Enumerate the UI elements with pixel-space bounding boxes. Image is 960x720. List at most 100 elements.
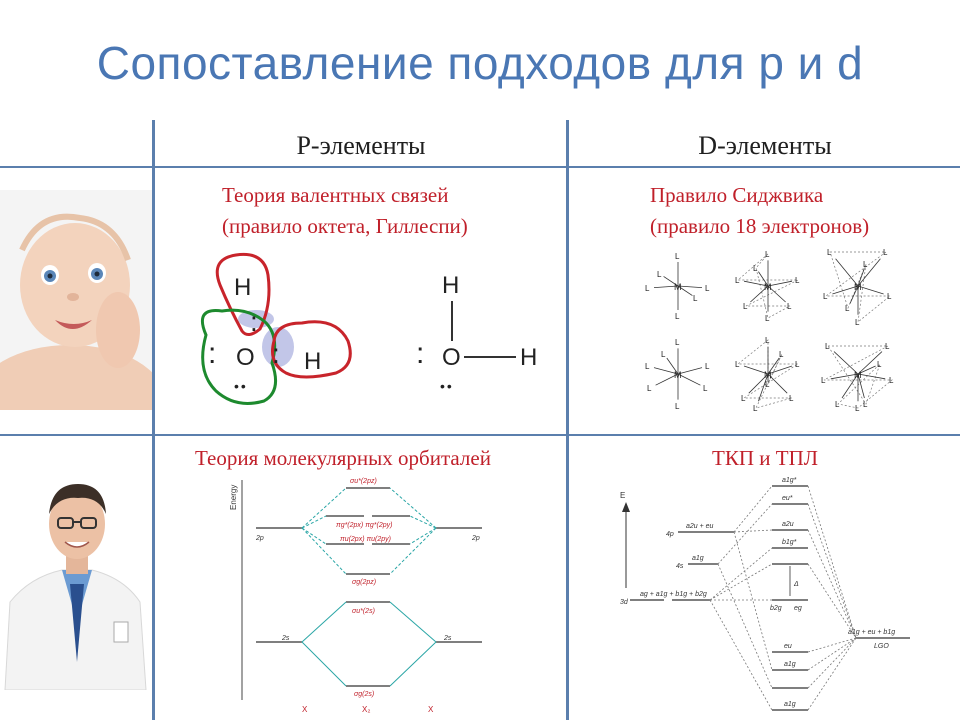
ligand-label: L [657,270,662,279]
ligand-label: L [647,384,652,393]
lewis-bond-pair-right: : [272,338,280,369]
ligand-label: L [675,252,680,261]
ligand-label: L [675,402,680,411]
cft-mo-eg: eg [794,605,802,612]
ligand-label: L [885,342,890,351]
ligand-label: L [675,338,680,347]
cft-mo-b2g: b2g [770,605,782,612]
cft-mo-eu: eu [784,643,792,650]
cft-3d: 3d [620,599,629,606]
lewis-o-left: O [236,344,255,371]
mo-bottom-right: X [428,705,434,714]
ligand-label: L [765,336,770,345]
ligand-field-diagram: E 4p 4s 3d a2u + eu a1g ag + a1g + b1g +… [608,468,960,720]
mo-label-s2s-star: σu*(2s) [352,608,375,615]
ligand-label: L [787,302,792,311]
ligand-label: L [889,376,894,385]
ligand-label: L [823,292,828,301]
struct-h-right: H [520,344,537,371]
p-top-caption: Теория валентных связей (правило октета,… [222,180,468,242]
d-top-caption: Правило Сиджвика (правило 18 электронов) [650,180,869,242]
page-title: Сопоставление подходов для p и d [0,36,960,90]
ligand-label: L [855,318,860,327]
ligand-label: L [703,384,708,393]
table-column-line-1 [152,120,155,720]
mo-bottom-mid: X₂ [362,705,370,714]
scientist-photo [0,462,150,690]
ligand-label: L [877,360,882,369]
lewis-h-top: H [234,274,251,301]
cft-lgo: LGO [874,643,889,650]
lewis-water-diagram: H O H : : : •• H O H : •• [186,245,556,410]
cft-mo-a1g-star: a1g* [782,477,797,484]
ligand-label: L [825,342,830,351]
ligand-label: L [779,350,784,359]
mo-label-p2p-star: πg*(2px) πg*(2py) [336,522,392,529]
ligand-label: L [821,376,826,385]
ligand-label: L [661,350,666,359]
ligand-label: L [883,248,888,257]
table-header-line [0,166,960,168]
ligand-label: L [753,264,758,273]
ligand-label: L [693,294,698,303]
ligand-label: L [705,362,710,371]
mo-label-s2p-star: σu*(2pz) [350,478,377,485]
baby-photo [0,190,152,410]
cft-mo-b1g: b1g* [782,539,797,546]
lewis-lone-pair-bottom: •• [234,378,248,394]
lewis-h-right: H [304,348,321,375]
metal-label: M [854,282,862,292]
mo-energy-diagram: Energy σu*(2pz) πg*(2px) πg*(2py) πu(2px… [222,470,522,720]
ligand-label: L [863,260,868,269]
ligand-label: L [743,302,748,311]
cft-axis-label: E [620,491,625,500]
metal-label: M [674,370,682,380]
struct-o: O [442,344,461,371]
p-top-line2: (правило октета, Гиллеспи) [222,211,468,242]
cft-mo-eu-star: eu* [782,495,793,502]
ligand-label: L [765,380,770,389]
table-column-line-2 [566,120,569,720]
cft-right-sym: a1g + eu + b1g [848,629,895,636]
column-header-p: P-элементы [156,131,566,161]
mo-bottom-left: X [302,705,308,714]
cft-mo-a2u: a2u [782,521,794,528]
ligand-label: L [735,276,740,285]
ligand-label: L [827,248,832,257]
cft-sym-a: a2u + eu [686,523,714,530]
p-top-line1: Теория валентных связей [222,180,468,211]
ligand-label: L [795,276,800,285]
cft-sym-c: ag + a1g + b1g + b2g [640,591,707,598]
lewis-bond-pair-top: : [250,306,258,337]
cft-sym-b: a1g [692,555,704,562]
d-top-line2: (правило 18 электронов) [650,211,869,242]
mo-label-p2p: πu(2px) πu(2py) [340,536,391,543]
ligand-label: L [789,394,794,403]
ligand-label: L [835,400,840,409]
ligand-label: L [765,314,770,323]
mo-label-s2s: σg(2s) [354,691,374,698]
mo-energy-axis-label: Energy [229,485,238,510]
ligand-label: L [753,404,758,413]
cft-4s: 4s [676,563,684,570]
d-top-line1: Правило Сиджвика [650,180,869,211]
column-header-d: D-элементы [570,131,960,161]
ligand-label: L [795,360,800,369]
mo-ao-2p-right: 2p [471,535,480,542]
struct-lone-pair-bottom: •• [440,378,454,394]
metal-label: M [674,282,682,292]
cft-mo-a1gb: a1g [784,701,796,708]
mo-label-s2p: σg(2pz) [352,579,376,586]
metal-label: M [764,370,772,380]
ligand-label: L [765,250,770,259]
ligand-label: L [845,304,850,313]
lewis-lone-pair-left: : [208,337,216,370]
ligand-label: L [855,404,860,413]
ligand-label: L [735,360,740,369]
ligand-label: L [675,312,680,321]
mo-ao-2p-left: 2p [255,535,264,542]
